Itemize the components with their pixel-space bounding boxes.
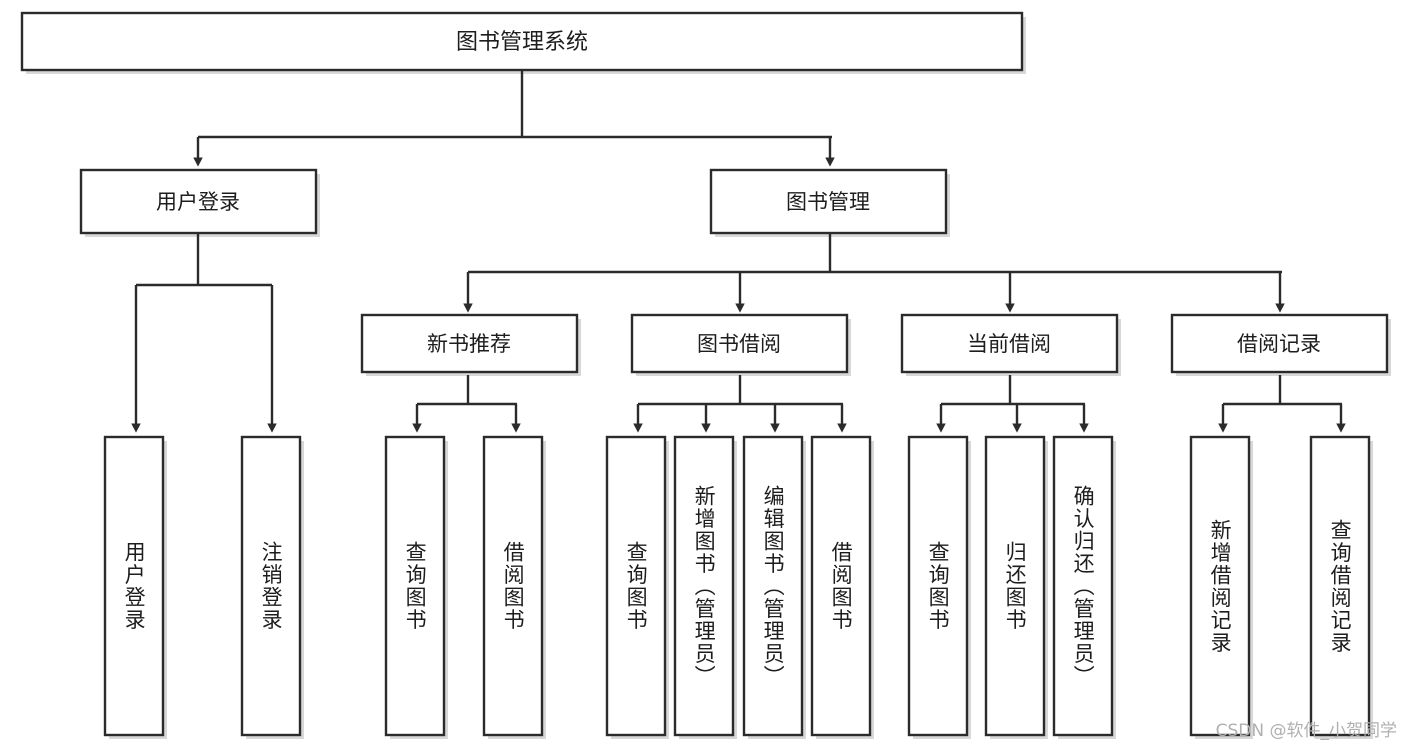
node-leaf-query-record[interactable] (1309, 435, 1371, 737)
node-user-login-label: 用户登录 (156, 190, 240, 214)
connector-borrow-record-to-leaves (1218, 375, 1346, 433)
connector-root-to-level1 (193, 71, 835, 167)
node-leaf-edit-book[interactable] (742, 435, 804, 737)
node-leaf-confirm-return[interactable] (1052, 435, 1114, 737)
node-leaf-add-record[interactable] (1189, 435, 1251, 737)
node-borrow-record[interactable]: 借阅记录 (1170, 313, 1389, 374)
connector-user-login-to-leaves (131, 233, 277, 433)
connector-new-book-recommend-to-leaves (412, 375, 521, 433)
node-borrow-record-label: 借阅记录 (1237, 332, 1321, 356)
node-book-borrow-label: 图书借阅 (697, 332, 781, 356)
connector-current-borrow-to-leaves (936, 375, 1089, 433)
node-leaf-return-book[interactable] (984, 435, 1046, 737)
node-leaf-user-login[interactable] (103, 435, 165, 737)
csdn-watermark: CSDN @软件_小贺同学 (1215, 721, 1397, 741)
node-leaf-user-logout[interactable] (240, 435, 302, 737)
node-leaf-borrow-book-2[interactable] (810, 435, 872, 737)
node-new-book-recommend[interactable]: 新书推荐 (360, 313, 579, 374)
node-new-book-recommend-label: 新书推荐 (427, 332, 511, 356)
node-leaf-query-book-1[interactable] (384, 435, 446, 737)
leaf-boxes[interactable] (103, 435, 1371, 737)
node-root[interactable]: 图书管理系统 (20, 11, 1024, 72)
node-book-borrow[interactable]: 图书借阅 (630, 313, 849, 374)
node-current-borrow-label: 当前借阅 (967, 332, 1051, 356)
node-leaf-borrow-book-1[interactable] (482, 435, 544, 737)
node-current-borrow[interactable]: 当前借阅 (900, 313, 1119, 374)
node-book-management[interactable]: 图书管理 (709, 168, 948, 235)
node-book-management-label: 图书管理 (786, 190, 870, 214)
node-leaf-query-book-2[interactable] (605, 435, 667, 737)
node-leaf-query-book-3[interactable] (907, 435, 969, 737)
connector-book-borrow-to-leaves (633, 375, 847, 433)
connector-book-management-to-level2 (463, 233, 1285, 313)
node-leaf-add-book[interactable] (673, 435, 735, 737)
node-root-label: 图书管理系统 (456, 30, 588, 55)
node-user-login[interactable]: 用户登录 (79, 168, 318, 235)
